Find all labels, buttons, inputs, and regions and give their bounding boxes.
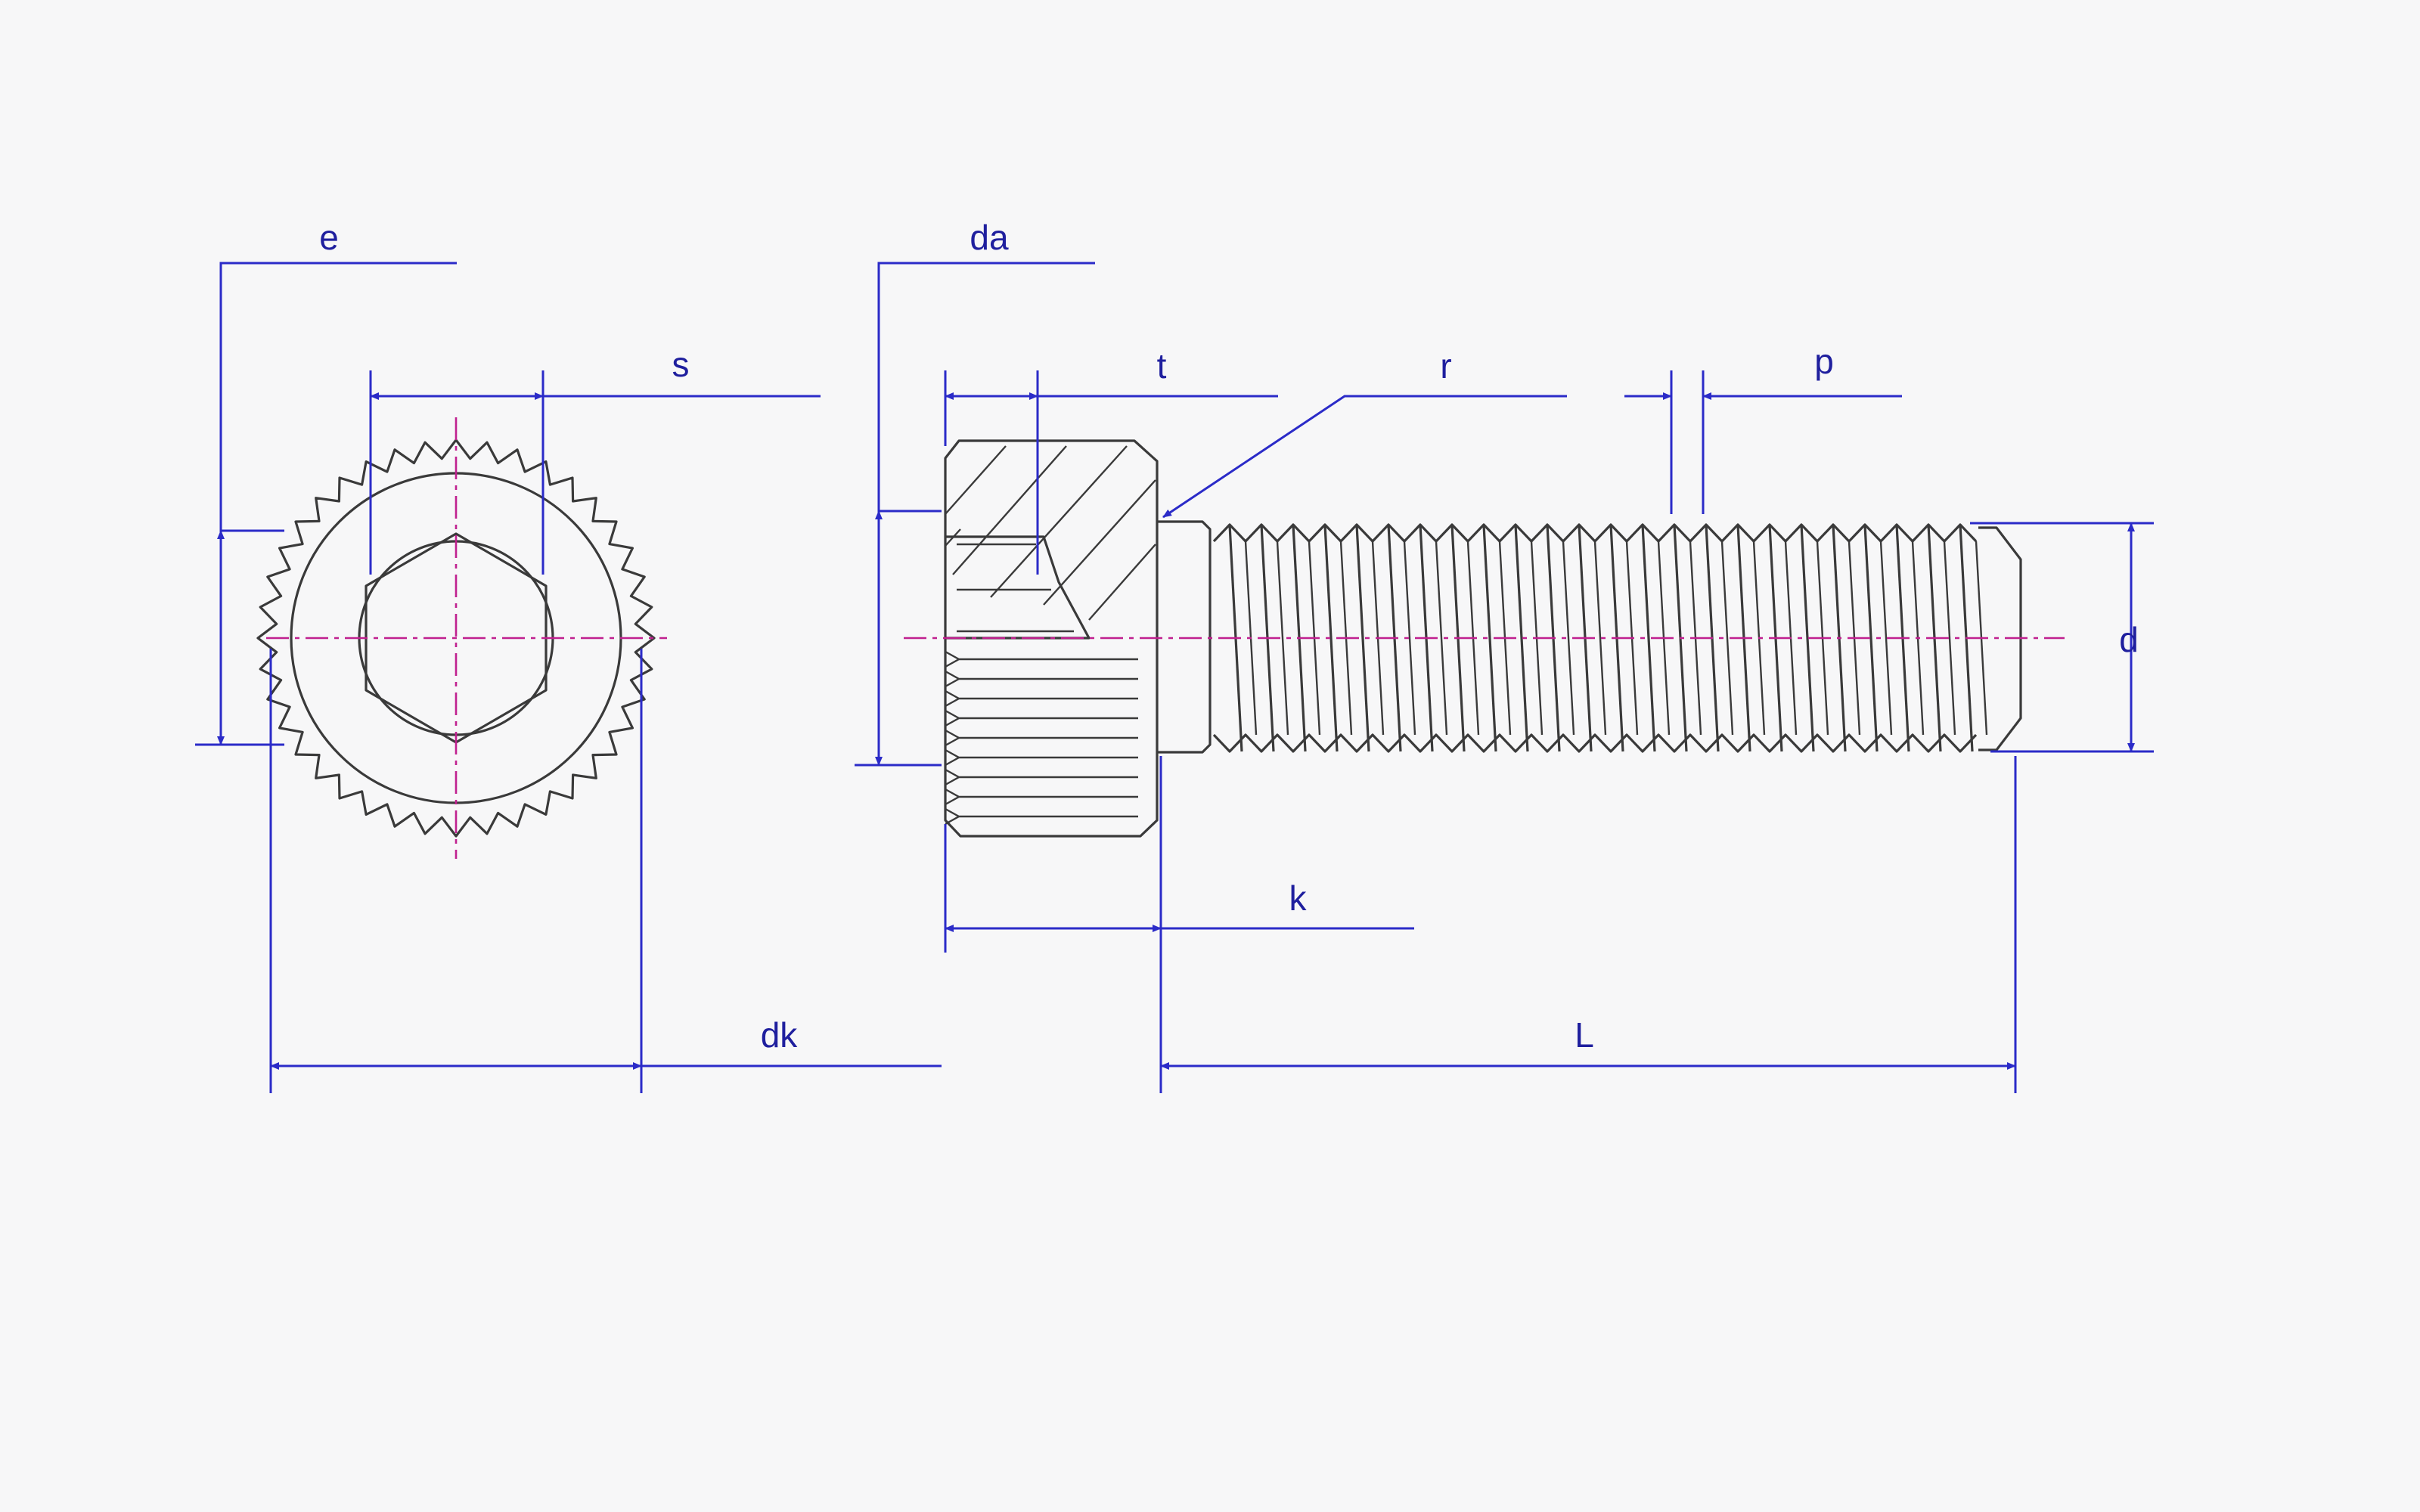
head-section-hatch — [945, 445, 1156, 621]
label-dk: dk — [761, 1015, 799, 1055]
label-e: e — [319, 218, 339, 257]
thread-crest-line — [1863, 524, 1879, 752]
label-p: p — [1814, 342, 1834, 381]
knurl-ridge — [945, 670, 1138, 688]
hatch-line — [945, 445, 1007, 515]
knurl-ridge — [945, 768, 1138, 786]
socket-recess-inner — [957, 543, 1074, 633]
dimension-k: k — [944, 756, 1414, 1093]
label-s: s — [672, 345, 690, 384]
side-view — [904, 439, 2065, 838]
thread-root-line — [1879, 541, 1893, 736]
thread-bottom-profile — [1212, 733, 1978, 753]
thread-root-line — [1276, 541, 1289, 736]
thread-top-profile — [1212, 523, 1978, 543]
dimension-t: t — [944, 346, 1278, 575]
dimension-s: s — [369, 345, 821, 575]
dimension-da: da — [855, 218, 1095, 767]
label-L: L — [1575, 1015, 1594, 1055]
hatch-line — [952, 445, 1067, 575]
label-k: k — [1289, 878, 1308, 918]
thread-root-line — [1943, 541, 1956, 736]
hatch-line — [1088, 544, 1156, 621]
thread-root-line — [1720, 541, 1734, 736]
hatch-line — [990, 445, 1128, 598]
thread-crest-line — [1641, 524, 1656, 752]
knurl-ridge — [945, 807, 1138, 826]
thread-crest-line — [1323, 524, 1339, 752]
hatch-line — [1043, 479, 1156, 606]
label-da: da — [970, 218, 1009, 257]
knurl-ridge — [945, 689, 1138, 708]
label-d: d — [2119, 620, 2139, 659]
knurl-ridge — [945, 729, 1138, 747]
thread-crest-line — [1355, 524, 1370, 752]
dimension-p: p — [1624, 342, 1902, 514]
label-t: t — [1157, 346, 1167, 386]
knurl-ridge — [945, 650, 1138, 668]
label-r: r — [1440, 346, 1451, 386]
thread-root-line — [1435, 541, 1448, 736]
thread-crest-line — [1482, 524, 1497, 752]
thread-crest-line — [1800, 524, 1815, 752]
neck-outline — [1157, 520, 1212, 754]
head-outline — [944, 439, 1159, 838]
knurl-ridge — [945, 748, 1138, 767]
head-knurl-lines — [945, 650, 1138, 826]
socket-recess — [945, 535, 1091, 640]
thread-root-line — [1593, 541, 1607, 736]
knurled-head-outline — [256, 438, 656, 838]
thread-root-line — [1562, 541, 1575, 736]
end-view — [256, 417, 667, 859]
dimension-d: d — [1970, 522, 2154, 753]
dimension-dk: dk — [269, 649, 942, 1093]
dimension-e: e — [195, 218, 457, 746]
dimension-L: L — [1160, 756, 2017, 1093]
thread-crest-line — [1514, 524, 1529, 752]
dimension-r: r — [1162, 346, 1567, 519]
thread-root-line — [1403, 541, 1416, 736]
knurl-ridge — [945, 788, 1138, 806]
knurl-ridge — [945, 709, 1138, 727]
